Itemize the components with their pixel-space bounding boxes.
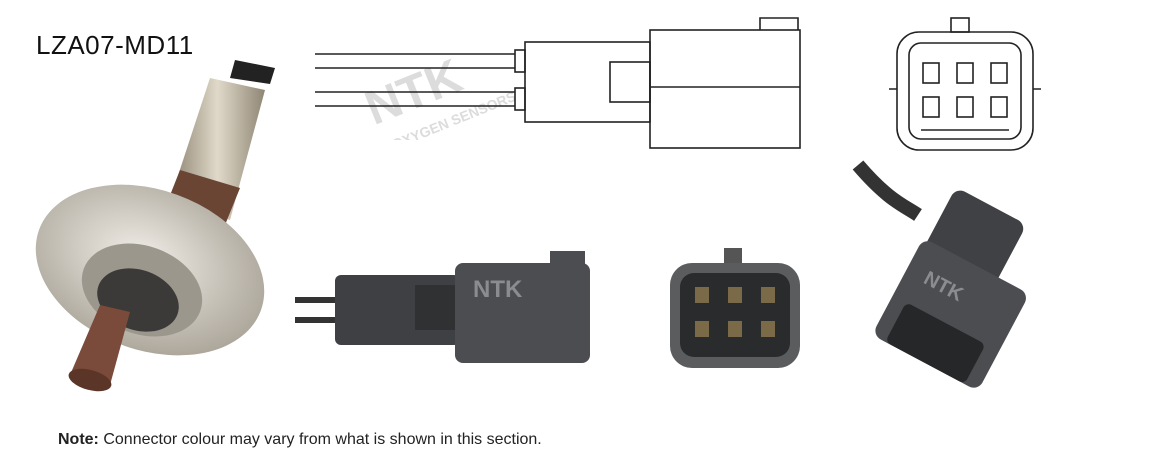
note: Note: Connector colour may vary from wha… — [58, 431, 542, 449]
connector-side-drawing — [315, 17, 801, 149]
note-label: Note: — [58, 431, 99, 448]
connector-side-image: NTK — [295, 251, 590, 363]
connector-angled-image: NTK — [852, 160, 1026, 388]
part-number: LZA07-MD11 — [36, 30, 194, 60]
connector-face-drawing — [889, 17, 1041, 151]
note-text: Connector colour may vary from what is s… — [103, 431, 542, 448]
connector-brand-text: NTK — [473, 276, 523, 303]
sensor-image — [35, 60, 275, 392]
connector-face-image — [670, 248, 800, 368]
